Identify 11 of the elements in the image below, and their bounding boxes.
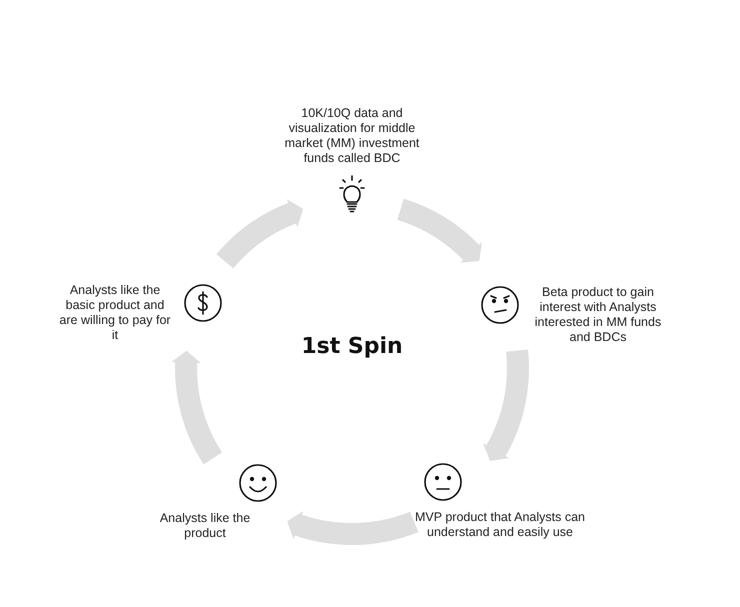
node-label: 10K/10Q data and visualization for middle market (MM) investment funds called BDC — [284, 106, 420, 166]
curved-arrow — [171, 350, 222, 464]
node-label: Beta product to gain interest with Analysts interested in MM funds and BDCs — [534, 285, 662, 345]
title: 1st Spin — [300, 334, 404, 359]
node-label: Analysts like the product — [158, 511, 252, 541]
curved-arrow — [482, 350, 529, 462]
curved-arrow — [396, 199, 482, 264]
node-label: Analysts like the basic product and are willing to pay for it — [58, 283, 172, 343]
curved-arrow — [216, 200, 303, 269]
node-label: MVP product that Analysts can understand and easily use — [415, 510, 585, 540]
curved-arrow — [286, 510, 418, 545]
